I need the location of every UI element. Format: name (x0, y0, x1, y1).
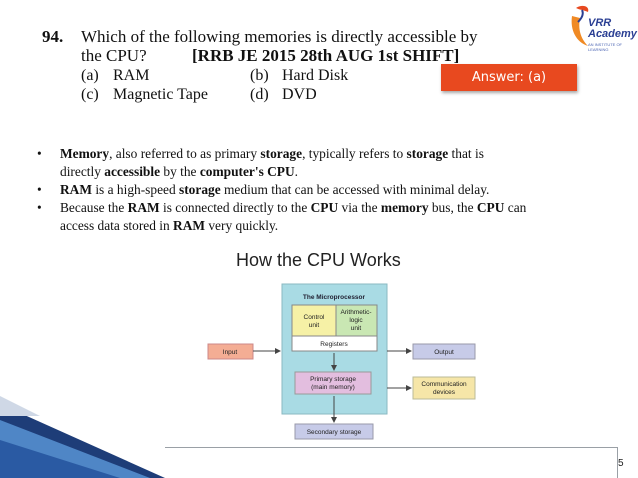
option-b: (b) Hard Disk (250, 67, 348, 85)
text-run: access data stored in (60, 218, 174, 233)
option-letter: (b) (250, 67, 269, 84)
text-run: directly (60, 164, 105, 179)
secondary-storage-box (294, 423, 374, 440)
diagram-title: How the CPU Works (236, 250, 401, 270)
bold-term: RAM (127, 200, 160, 215)
bullet-line: Memory, also referred to as primary stor… (60, 145, 577, 163)
question-text-line1: Which of the following memories is direc… (81, 27, 478, 46)
option-a: (a) RAM (81, 67, 149, 85)
bullet-line: RAM is a high-speed storage medium that … (60, 181, 577, 199)
question-number: 94. (42, 27, 64, 46)
bold-term: storage (179, 182, 221, 197)
page-number: 5 (618, 458, 624, 469)
text-run: Because the (60, 200, 128, 215)
text-run: via the (338, 200, 381, 215)
footer-divider (617, 447, 618, 478)
logo-line2: Academy (588, 28, 637, 40)
bold-term: memory (380, 200, 429, 215)
logo-subtitle: AN INSTITUTE OF LEARNING (588, 42, 622, 52)
input-label: Input (223, 349, 238, 356)
bullet-line: access data stored in RAM very quickly. (60, 217, 577, 235)
question-text-cpu: the CPU? (81, 46, 147, 65)
explanation-list: • Memory, also referred to as primary st… (37, 145, 577, 235)
bullet-item: • Memory, also referred to as primary st… (37, 145, 577, 181)
option-text: RAM (113, 67, 150, 84)
text-run: by the (160, 164, 200, 179)
text-run: very quickly. (205, 218, 279, 233)
primary-storage-box (294, 371, 372, 395)
corner-decoration (0, 396, 165, 478)
text-run: medium that can be accessed with minimal… (220, 182, 490, 197)
bullet-line: Because the RAM is connected directly to… (60, 199, 577, 217)
registers-label: Registers (320, 341, 348, 348)
microprocessor-label: The Microprocessor (303, 294, 366, 301)
communication-box (412, 376, 476, 400)
logo-line1: VRR (588, 17, 612, 29)
text-run: is a high-speed (91, 182, 180, 197)
option-c: (c) Magnetic Tape (81, 86, 208, 104)
text-run: can (504, 200, 527, 215)
text-run: that is (448, 146, 484, 161)
text-run: is connected directly to the (159, 200, 311, 215)
bold-term: Memory (60, 146, 110, 161)
registers-box (291, 335, 378, 352)
option-letter: (a) (81, 67, 99, 84)
option-letter: (d) (250, 86, 269, 103)
bullet-line: directly accessible by the computer's CP… (60, 163, 577, 181)
bold-term: CPU (476, 200, 505, 215)
option-text: Magnetic Tape (113, 86, 208, 103)
output-label: Output (434, 349, 454, 356)
option-text: Hard Disk (282, 67, 349, 84)
question-text-line2: the CPU? [RRB JE 2015 28th AUG 1st SHIFT… (81, 46, 459, 66)
bullet-item: • RAM is a high-speed storage medium tha… (37, 181, 577, 199)
text-run: . (294, 164, 299, 179)
bold-term: storage (406, 146, 449, 161)
option-d: (d) DVD (250, 86, 317, 104)
footer-line (165, 447, 617, 448)
bold-term: RAM (60, 182, 92, 197)
bullet-item: • Because the RAM is connected directly … (37, 199, 577, 235)
bold-term: RAM (173, 218, 206, 233)
text-run: , typically refers to (302, 146, 407, 161)
option-letter: (c) (81, 86, 99, 103)
alu-box (335, 304, 378, 337)
text-run: , also referred to as primary (109, 146, 261, 161)
option-text: DVD (282, 86, 317, 103)
bold-term: computer's CPU (199, 164, 295, 179)
answer-button[interactable]: Answer: (a) (441, 64, 577, 91)
secondary-storage-label: Secondary storage (307, 429, 362, 436)
text-run: bus, the (428, 200, 477, 215)
vrr-academy-logo (571, 5, 589, 46)
bold-term: accessible (104, 164, 161, 179)
output-box (412, 343, 476, 360)
primary-storage-label: Primary storage(main memory) (310, 376, 356, 391)
exam-tag: [RRB JE 2015 28th AUG 1st SHIFT] (192, 46, 460, 65)
bold-term: storage (260, 146, 303, 161)
logo-wordmark: VRR Academy (588, 18, 637, 40)
bold-term: CPU (310, 200, 339, 215)
